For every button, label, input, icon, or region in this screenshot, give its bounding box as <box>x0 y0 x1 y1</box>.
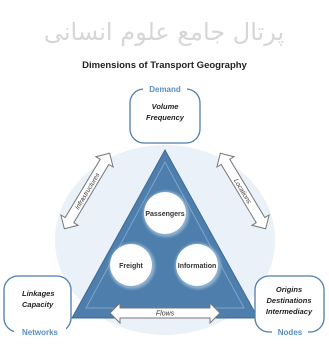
demand-line-volume: Volume <box>152 102 179 111</box>
demand-box: Demand Volume Frequency <box>129 84 201 144</box>
networks-box: Linkages Capacity Networks <box>3 275 72 337</box>
demand-line-frequency: Frequency <box>146 113 185 122</box>
circle-freight: Freight <box>109 243 155 289</box>
watermark: پرتال جامع علوم انسانی <box>44 18 284 46</box>
information-label: Information <box>178 263 217 270</box>
watermark-text: پرتال جامع علوم انسانی <box>44 18 284 46</box>
diagram-title: Dimensions of Transport Geography <box>82 60 247 71</box>
nodes-line-destinations: Destinations <box>266 296 311 305</box>
flows-label: Flows <box>156 311 175 318</box>
circle-passengers: Passengers <box>143 191 189 237</box>
networks-heading: Networks <box>22 328 59 337</box>
circle-information: Information <box>175 243 221 289</box>
networks-line-linkages: Linkages <box>22 289 55 298</box>
arrow-flows: Flows <box>109 301 221 325</box>
passengers-label: Passengers <box>145 211 184 218</box>
nodes-box: Origins Destinations Intermediacy Nodes <box>254 275 325 337</box>
freight-label: Freight <box>119 263 143 270</box>
demand-heading: Demand <box>149 85 181 94</box>
nodes-line-intermediacy: Intermediacy <box>266 307 313 316</box>
nodes-heading: Nodes <box>278 328 303 337</box>
networks-line-capacity: Capacity <box>22 300 54 309</box>
nodes-line-origins: Origins <box>276 285 302 294</box>
